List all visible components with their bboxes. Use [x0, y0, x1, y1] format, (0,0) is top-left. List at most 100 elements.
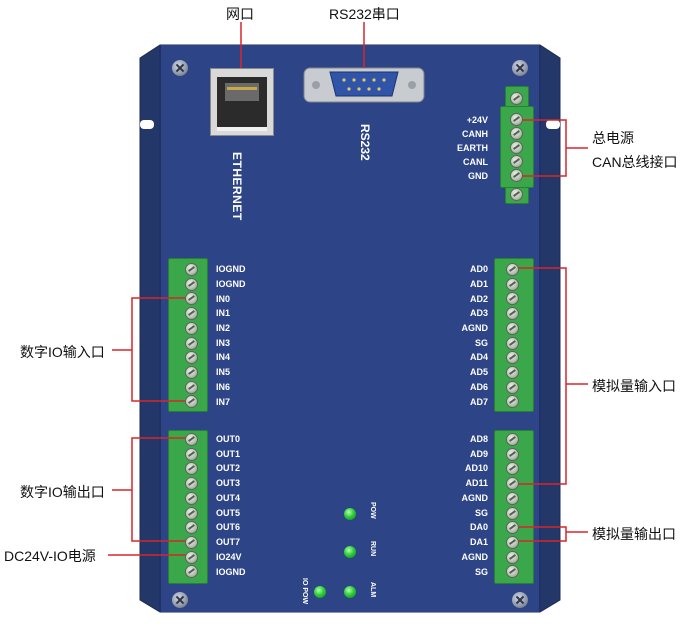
- terminal-screw-icon: [506, 550, 519, 564]
- mounting-screw-icon: [172, 592, 188, 608]
- flange-slot-right: [546, 120, 560, 129]
- terminal-screw-icon: [185, 277, 198, 291]
- can-callout: CAN总线接口: [592, 154, 678, 170]
- io-pow-led: [314, 586, 326, 598]
- rs232-port: [303, 67, 425, 103]
- pin-label: OUT6: [216, 522, 241, 532]
- digital-output-callout: 数字IO输出口: [20, 484, 105, 500]
- pin-label: IN6: [216, 382, 231, 392]
- terminal-screw-icon: [506, 535, 519, 549]
- terminal-screw-icon: [510, 127, 523, 140]
- pin-label: AD9: [469, 449, 488, 459]
- terminal-screw-icon: [506, 307, 519, 321]
- terminal-screw-icon: [510, 92, 523, 105]
- pin-label: OUT7: [216, 537, 241, 547]
- pin-label: IO24V: [216, 552, 242, 562]
- terminal-screw-icon: [185, 521, 198, 535]
- pin-label: AD4: [469, 352, 488, 362]
- terminal-screw-icon: [185, 462, 198, 476]
- terminal-screw-icon: [185, 535, 198, 549]
- terminal-screw-icon: [506, 263, 519, 276]
- pin-label: DA0: [469, 522, 488, 532]
- pin-label: AD6: [469, 382, 488, 392]
- pin-label: GND: [468, 171, 488, 181]
- terminal-screw-icon: [506, 321, 519, 335]
- terminal-screw-icon: [506, 336, 519, 350]
- pin-label: IN7: [216, 397, 231, 407]
- terminal-screw-icon: [185, 491, 198, 505]
- pin-label: AD8: [469, 434, 488, 444]
- terminal-screw-icon: [506, 292, 519, 306]
- pin-label: DA1: [469, 537, 488, 547]
- pin-label: OUT2: [216, 463, 241, 473]
- pin-label: IN4: [216, 352, 231, 362]
- terminal-screw-icon: [185, 321, 198, 335]
- pin-label: AD7: [469, 397, 488, 407]
- pin-label: AGND: [461, 552, 489, 562]
- pin-label: OUT4: [216, 493, 241, 503]
- terminal-screw-icon: [185, 263, 198, 276]
- rs232-callout: RS232串口: [329, 6, 400, 22]
- pin-label: OUT0: [216, 434, 241, 444]
- pin-label: OUT3: [216, 478, 241, 488]
- pin-label: SG: [474, 338, 488, 348]
- terminal-screw-icon: [506, 521, 519, 535]
- mounting-screw-icon: [512, 60, 528, 76]
- terminal-screw-icon: [506, 462, 519, 476]
- pin-label: AD10: [464, 463, 488, 473]
- terminal-screw-icon: [506, 506, 519, 520]
- pin-label: IN0: [216, 294, 231, 304]
- ethernet-callout: 网口: [226, 6, 254, 22]
- pin-label: OUT1: [216, 449, 241, 459]
- terminal-screw-icon: [506, 395, 519, 409]
- terminal-screw-icon: [185, 292, 198, 306]
- pin-label: IOGND: [216, 279, 246, 289]
- terminal-screw-icon: [506, 380, 519, 394]
- pin-label: IN1: [216, 308, 231, 318]
- pin-label: SG: [474, 567, 488, 577]
- terminal-screw-icon: [510, 141, 523, 154]
- pin-label: EARTH: [457, 143, 488, 153]
- terminal-screw-icon: [185, 351, 198, 365]
- pin-label: AD11: [465, 478, 488, 488]
- pin-label: AD1: [469, 279, 488, 289]
- io-power-callout: DC24V-IO电源: [4, 548, 96, 564]
- terminal-screw-icon: [185, 395, 198, 409]
- digital-input-callout: 数字IO输入口: [20, 344, 105, 360]
- ethernet-port: [210, 68, 274, 136]
- terminal-screw-icon: [185, 477, 198, 491]
- top-leader-lines: [240, 22, 365, 68]
- terminal-screw-icon: [185, 336, 198, 350]
- pin-label: AGND: [461, 493, 489, 503]
- main-power-callout: 总电源: [592, 130, 634, 146]
- pin-label: SG: [474, 508, 488, 518]
- terminal-screw-icon: [185, 433, 198, 446]
- pin-label: IOGND: [216, 567, 246, 577]
- terminal-screw-icon: [185, 565, 198, 579]
- analog-input-callout: 模拟量输入口: [592, 378, 676, 394]
- pin-label: IN3: [216, 338, 231, 348]
- terminal-screw-icon: [506, 477, 519, 491]
- terminal-screw-icon: [185, 447, 198, 461]
- mounting-screw-icon: [512, 592, 528, 608]
- pin-label: AD2: [469, 294, 488, 304]
- terminal-screw-icon: [506, 351, 519, 365]
- terminal-screw-icon: [185, 550, 198, 564]
- pin-label: IOGND: [216, 264, 246, 274]
- terminal-screw-icon: [506, 565, 519, 579]
- pin-label: CANH: [462, 129, 488, 139]
- pin-label: AD3: [469, 308, 488, 318]
- alm-led: [344, 586, 356, 598]
- analog-output-callout: 模拟量输出口: [592, 526, 676, 542]
- terminal-screw-icon: [506, 277, 519, 291]
- pow-led: [344, 508, 356, 520]
- terminal-screw-icon: [506, 365, 519, 379]
- pin-label: AD0: [469, 264, 488, 274]
- terminal-screw-icon: [506, 433, 519, 446]
- terminal-screw-icon: [185, 307, 198, 321]
- terminal-screw-icon: [506, 491, 519, 505]
- terminal-screw-icon: [510, 155, 523, 168]
- pin-label: OUT5: [216, 508, 241, 518]
- mounting-screw-icon: [172, 60, 188, 76]
